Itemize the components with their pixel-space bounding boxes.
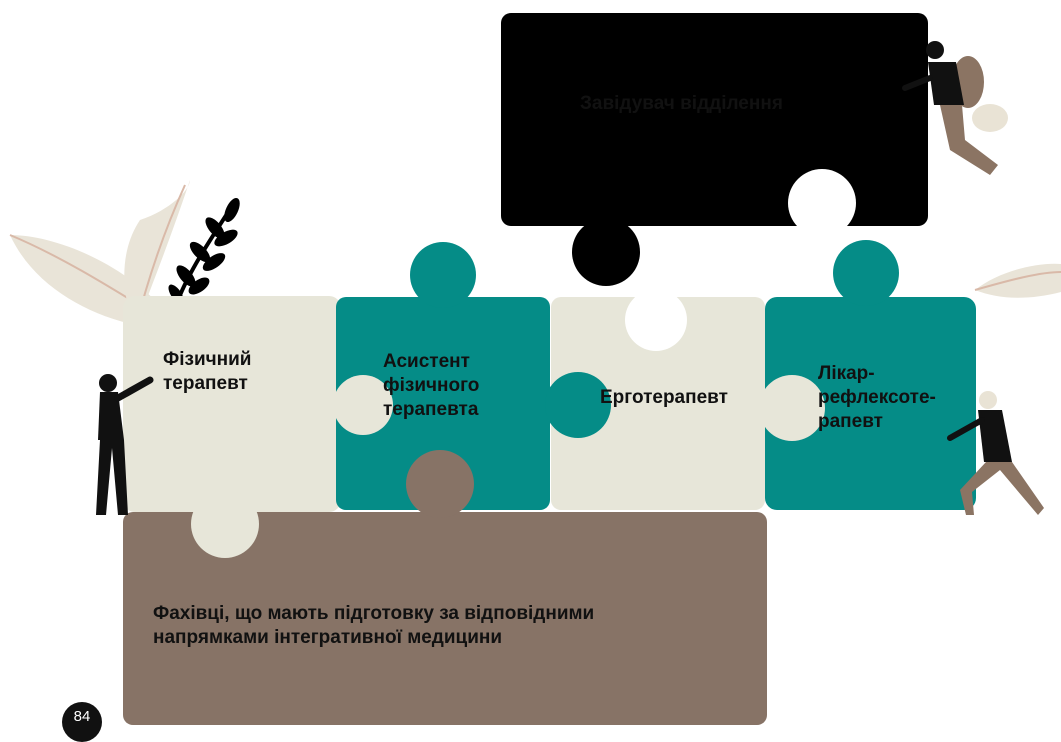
puzzle-piece-physiotherapist xyxy=(123,296,341,512)
right-leaf-illustration xyxy=(974,263,1061,298)
person-right-illustration xyxy=(947,391,1044,515)
reflexo-label-line: рапевт xyxy=(818,411,883,432)
page-number: 84 xyxy=(62,702,102,742)
assistant-label-line: терапевта xyxy=(383,399,479,420)
assistant-label-line: Асистент xyxy=(383,351,470,372)
physio-label-line: Фізичний xyxy=(163,349,252,370)
reflexo-label-line: Лікар- xyxy=(818,363,875,384)
assistant-label: Асистент фізичного терапевта xyxy=(383,350,479,422)
physio-label: Фізичний терапевт xyxy=(163,348,252,396)
puzzle-piece-head xyxy=(501,13,928,286)
assistant-label-line: фізичного xyxy=(383,375,480,396)
specialists-label-line: Фахівці, що мають підготовку за відповід… xyxy=(153,603,595,624)
person-left-illustration xyxy=(96,374,154,515)
head-label: Завідувач відділення xyxy=(580,93,783,114)
ergo-label: Ерготерапевт xyxy=(600,387,728,408)
puzzle-piece-reflexotherapist xyxy=(759,240,976,510)
specialists-label: Фахівці, що мають підготовку за відповід… xyxy=(153,602,594,650)
puzzle-piece-specialists xyxy=(123,450,767,725)
specialists-label-line: напрямками інтегративної медицини xyxy=(153,627,503,648)
person-flying-illustration xyxy=(902,41,1008,175)
reflexo-label-line: рефлексоте- xyxy=(818,387,936,408)
reflexo-label: Лікар- рефлексоте- рапевт xyxy=(818,362,936,434)
assistant-tab-right xyxy=(545,372,611,438)
puzzle-diagram xyxy=(9,13,1061,725)
physio-label-line: терапевт xyxy=(163,373,248,394)
